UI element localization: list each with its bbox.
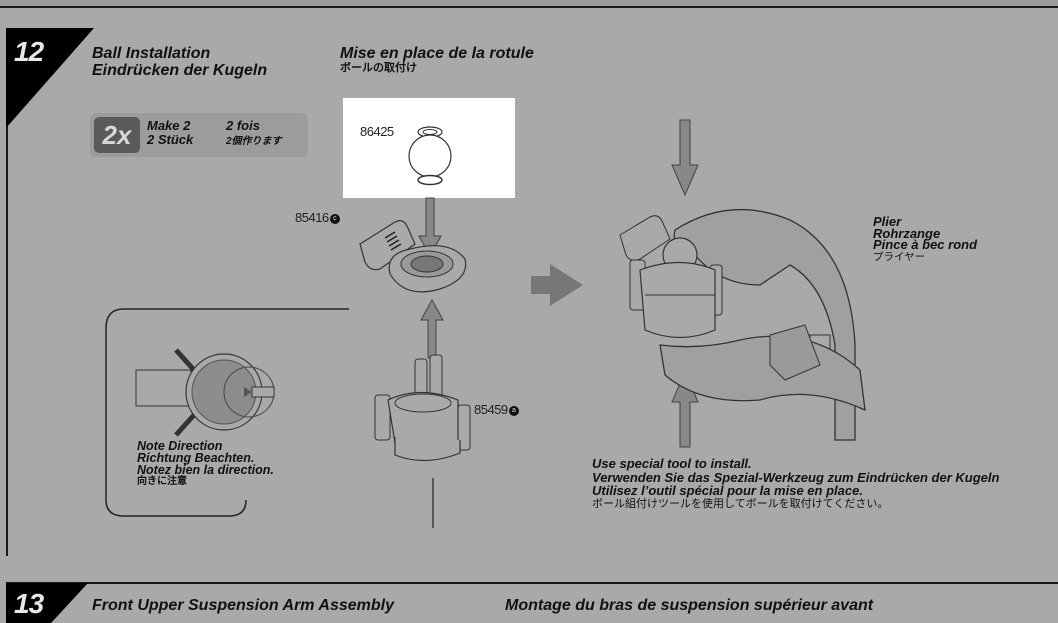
step-12-title-jp: ボールの取付け	[340, 62, 417, 74]
note-en: Note Direction	[137, 439, 223, 453]
note-jp: 向きに注意	[137, 476, 187, 487]
make-en: Make 2	[147, 118, 191, 133]
instruction-fr: Utilisez l’outil spécial pour la mise en…	[592, 483, 863, 498]
step-12-title-en: Ball Installation	[92, 45, 211, 62]
make-quantity-box: 2x Make 2 2 fois 2 Stück 2個作ります	[90, 113, 308, 157]
instruction-text: Use special tool to install. Verwenden S…	[592, 457, 999, 511]
tool-jp: プライヤー	[873, 250, 926, 263]
make-fr: 2 fois	[226, 118, 260, 133]
step-12-title-fr: Mise en place de la rotule	[340, 45, 534, 62]
step-12-title-de: Eindrücken der Kugeln	[92, 62, 268, 79]
tool-name-text: Plier Rohrzange Pince à bec rond プライヤー	[873, 214, 978, 263]
note-direction-text: Note Direction Richtung Beachten. Notez …	[137, 440, 274, 488]
arrow-leader-line	[432, 478, 434, 528]
step-12-number: 12	[14, 36, 44, 67]
tool-fr: Pince à bec rond	[873, 237, 978, 252]
step-13-title-fr: Montage du bras de suspension supérieur …	[505, 597, 874, 614]
page-top-band	[0, 0, 1058, 6]
section-divider-top	[0, 6, 1058, 8]
instruction-de: Verwenden Sie das Spezial-Werkzeug zum E…	[592, 469, 1000, 485]
make-de: 2 Stück	[147, 132, 194, 147]
quantity-badge: 2x	[94, 117, 140, 153]
down-arrow-plier-icon	[671, 119, 699, 197]
note-direction-callout-frame	[105, 308, 349, 517]
part-badge-c: c	[329, 213, 340, 224]
step-12-title-en-de: Ball Installation Eindrücken der Kugeln	[92, 45, 267, 79]
tool-en: Plier	[873, 214, 902, 229]
step-13-number: 13	[14, 588, 44, 619]
make-jp: 2個作ります	[226, 136, 282, 147]
note-fr: Notez bien la direction.	[137, 463, 274, 477]
step-13-title-en: Front Upper Suspension Arm Assembly	[92, 597, 394, 614]
instruction-en: Use special tool to install.	[592, 456, 752, 471]
tool-de: Rohrzange	[873, 225, 941, 241]
rod-end-illustration	[359, 220, 467, 293]
step-12-title-fr-jp: Mise en place de la rotule ボールの取付け	[340, 45, 534, 75]
note-de: Richtung Beachten.	[137, 451, 255, 465]
plier-tool-illustration	[619, 208, 866, 441]
part-badge-a: a	[508, 405, 519, 416]
part-number-ball: 86425	[360, 124, 394, 139]
tool-top-view-illustration	[135, 348, 275, 437]
ball-press-tool-illustration	[374, 354, 471, 462]
step-12-badge	[6, 28, 94, 128]
right-arrow-icon	[531, 264, 583, 306]
step-13-badge	[6, 583, 88, 623]
step-12-left-rule	[6, 28, 8, 556]
section-divider-13	[6, 582, 1058, 584]
ball-stud-illustration	[408, 126, 452, 186]
instruction-jp: ボール組付けツールを使用してボールを取付けてください。	[592, 497, 889, 510]
